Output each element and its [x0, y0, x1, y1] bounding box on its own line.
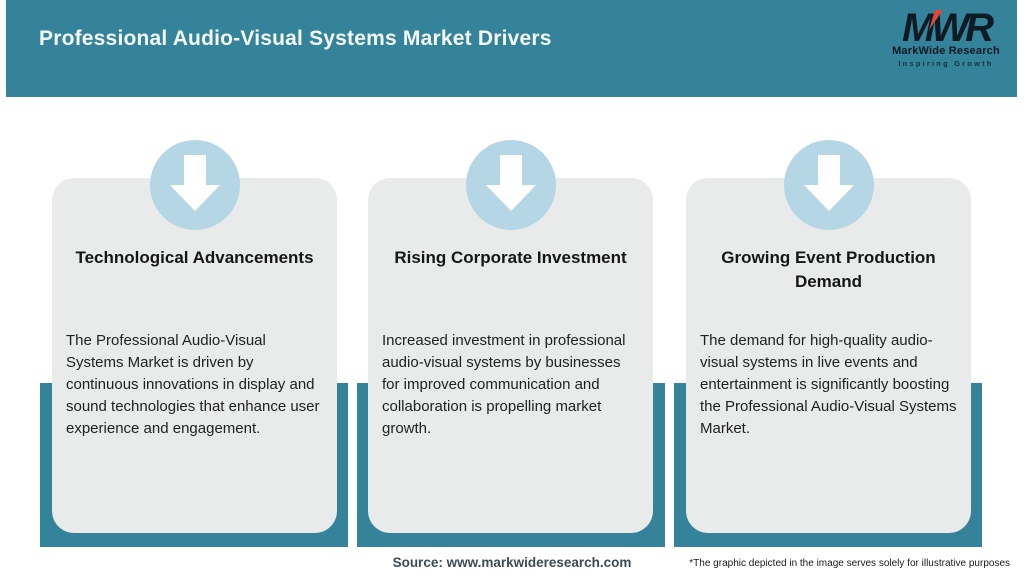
- disclaimer-text: *The graphic depicted in the image serve…: [689, 558, 1010, 569]
- page-title: Professional Audio-Visual Systems Market…: [39, 27, 552, 50]
- down-arrow-icon: [150, 140, 240, 230]
- card-body: Increased investment in professional aud…: [382, 332, 626, 437]
- down-arrow-icon: [784, 140, 874, 230]
- card-body: The demand for high-quality audio-visual…: [700, 332, 957, 437]
- driver-card-technological-advancements: Technological Advancements The Professio…: [52, 178, 337, 533]
- header-bar: Professional Audio-Visual Systems Market…: [6, 0, 1017, 97]
- logo-accent-slash: [929, 10, 943, 30]
- driver-card-growing-event-production-demand: Growing Event Production Demand The dema…: [686, 178, 971, 533]
- card-title: Technological Advancements: [75, 248, 314, 267]
- logo-acronym-icon: MWR: [902, 6, 998, 50]
- down-arrow-icon: [466, 140, 556, 230]
- markwide-logo: MWR MarkWide Research Inspiring Growth: [887, 4, 1005, 68]
- source-text: Source: www.markwideresearch.com: [392, 555, 632, 570]
- card-title: Growing Event Production Demand: [721, 248, 936, 291]
- card-title: Rising Corporate Investment: [394, 248, 627, 267]
- driver-card-rising-corporate-investment: Rising Corporate Investment Increased in…: [368, 178, 653, 533]
- logo-tagline: Inspiring Growth: [898, 59, 994, 68]
- card-body: The Professional Audio-Visual Systems Ma…: [66, 332, 320, 437]
- logo-name: MarkWide Research: [892, 45, 1000, 57]
- logo-acronym: MWR: [902, 6, 994, 50]
